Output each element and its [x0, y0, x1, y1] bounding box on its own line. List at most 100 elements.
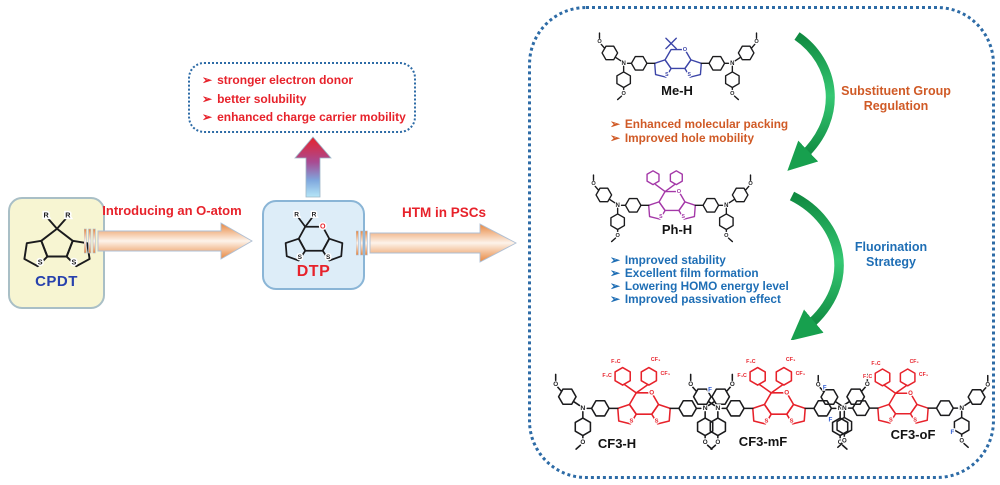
svg-text:N: N [730, 61, 734, 67]
svg-text:S: S [629, 419, 633, 425]
intro-o-atom-arrow [84, 222, 253, 260]
svg-text:N: N [615, 203, 619, 209]
blue-point: ➢Improved passivation effect [610, 292, 781, 306]
arrow-bullet-icon: ➢ [610, 279, 620, 293]
cf3-h-label: CF3-H [597, 436, 637, 451]
cpdt-structure: S S R R [17, 207, 97, 271]
svg-text:F: F [823, 385, 827, 391]
arrow-bullet-icon: ➢ [202, 73, 213, 87]
svg-text:N: N [703, 405, 708, 412]
svg-text:O: O [580, 439, 585, 446]
svg-text:O: O [703, 439, 708, 446]
svg-text:O: O [908, 391, 913, 397]
fluorination-strategy-caption: Fluorination Strategy [854, 240, 928, 269]
svg-text:CF₃: CF₃ [651, 357, 661, 363]
svg-text:N: N [838, 405, 843, 412]
svg-text:O: O [597, 39, 602, 45]
svg-text:O: O [730, 381, 735, 388]
svg-text:O: O [319, 223, 325, 231]
svg-text:N: N [959, 405, 964, 412]
svg-text:O: O [615, 233, 620, 239]
arrow-bullet-icon: ➢ [202, 110, 213, 124]
svg-text:S: S [659, 214, 663, 220]
intro-arrow-label: Introducing an O-atom [102, 203, 242, 218]
blue-points-list: ➢Improved stability ➢Excellent film form… [610, 254, 789, 306]
svg-text:S: S [71, 257, 76, 266]
svg-text:O: O [748, 181, 753, 187]
me-h-label: Me-H [661, 83, 693, 98]
svg-text:N: N [724, 203, 728, 209]
arrow-bullet-icon: ➢ [202, 91, 213, 106]
svg-text:S: S [764, 419, 768, 425]
svg-text:N: N [580, 405, 585, 412]
svg-text:O: O [677, 189, 682, 195]
svg-text:R: R [43, 210, 49, 219]
htm-in-pscs-arrow [356, 223, 517, 263]
htm-arrow-label: HTM in PSCs [401, 205, 487, 220]
blue-point: ➢Lowering HOMO energy level [610, 279, 789, 293]
svg-text:O: O [715, 439, 720, 446]
svg-text:N: N [842, 405, 847, 412]
svg-text:O: O [784, 389, 789, 396]
arrow-bullet-icon: ➢ [610, 266, 620, 280]
blue-point: ➢Excellent film formation [610, 266, 759, 280]
svg-text:S: S [37, 257, 42, 266]
dtp-benefits-box: ➢stronger electron donor ➢better solubil… [188, 62, 416, 133]
svg-text:CF₃: CF₃ [910, 359, 920, 365]
svg-text:CF₃: CF₃ [661, 371, 671, 377]
svg-text:O: O [621, 91, 626, 97]
svg-text:S: S [326, 254, 331, 261]
fluorination-arrow [789, 191, 844, 340]
svg-text:F: F [951, 430, 955, 436]
dtp-label: DTP [296, 263, 331, 280]
svg-text:O: O [688, 381, 693, 388]
benefit-item: ➢stronger electron donor [202, 71, 404, 90]
svg-text:O: O [865, 381, 870, 388]
orange-point: ➢Improved hole mobility [610, 130, 755, 145]
svg-text:O: O [724, 233, 729, 239]
results-panel [528, 6, 995, 479]
svg-text:O: O [985, 382, 990, 388]
svg-text:S: S [889, 418, 893, 424]
svg-text:O: O [959, 438, 964, 444]
svg-text:N: N [621, 61, 625, 67]
svg-text:F₃C: F₃C [611, 359, 621, 365]
svg-text:S: S [913, 418, 917, 424]
svg-text:S: S [790, 419, 794, 425]
arrow-bullet-icon: ➢ [610, 292, 620, 306]
svg-text:O: O [838, 439, 843, 446]
svg-text:F: F [829, 417, 833, 424]
benefit-item: ➢better solubility [202, 90, 404, 109]
svg-text:O: O [754, 39, 759, 45]
cf3-of-label: CF3-oF [890, 427, 936, 442]
svg-text:S: S [681, 214, 685, 220]
cf3-mf-label: CF3-mF [738, 434, 788, 449]
arrow-bullet-icon: ➢ [610, 117, 620, 131]
svg-text:CF₃: CF₃ [919, 372, 929, 378]
svg-text:S: S [655, 419, 659, 425]
svg-text:F₃C: F₃C [863, 374, 872, 380]
blue-point: ➢Improved stability [610, 253, 726, 267]
cpdt-label: CPDT [35, 273, 78, 290]
svg-text:O: O [649, 389, 654, 396]
svg-text:O: O [816, 382, 821, 388]
svg-text:O: O [730, 91, 735, 97]
svg-text:F₃C: F₃C [737, 373, 747, 379]
substituent-group-caption: Substituent Group Regulation [841, 84, 951, 113]
svg-text:CF₃: CF₃ [796, 371, 806, 377]
svg-text:R: R [65, 210, 71, 219]
svg-text:S: S [665, 72, 669, 78]
svg-text:F₃C: F₃C [746, 359, 756, 365]
svg-text:F₃C: F₃C [871, 361, 880, 367]
benefit-item: ➢enhanced charge carrier mobility [202, 108, 406, 127]
svg-text:R: R [294, 211, 299, 218]
arrow-bullet-icon: ➢ [610, 130, 620, 145]
orange-point: ➢Enhanced molecular packing [610, 117, 789, 131]
